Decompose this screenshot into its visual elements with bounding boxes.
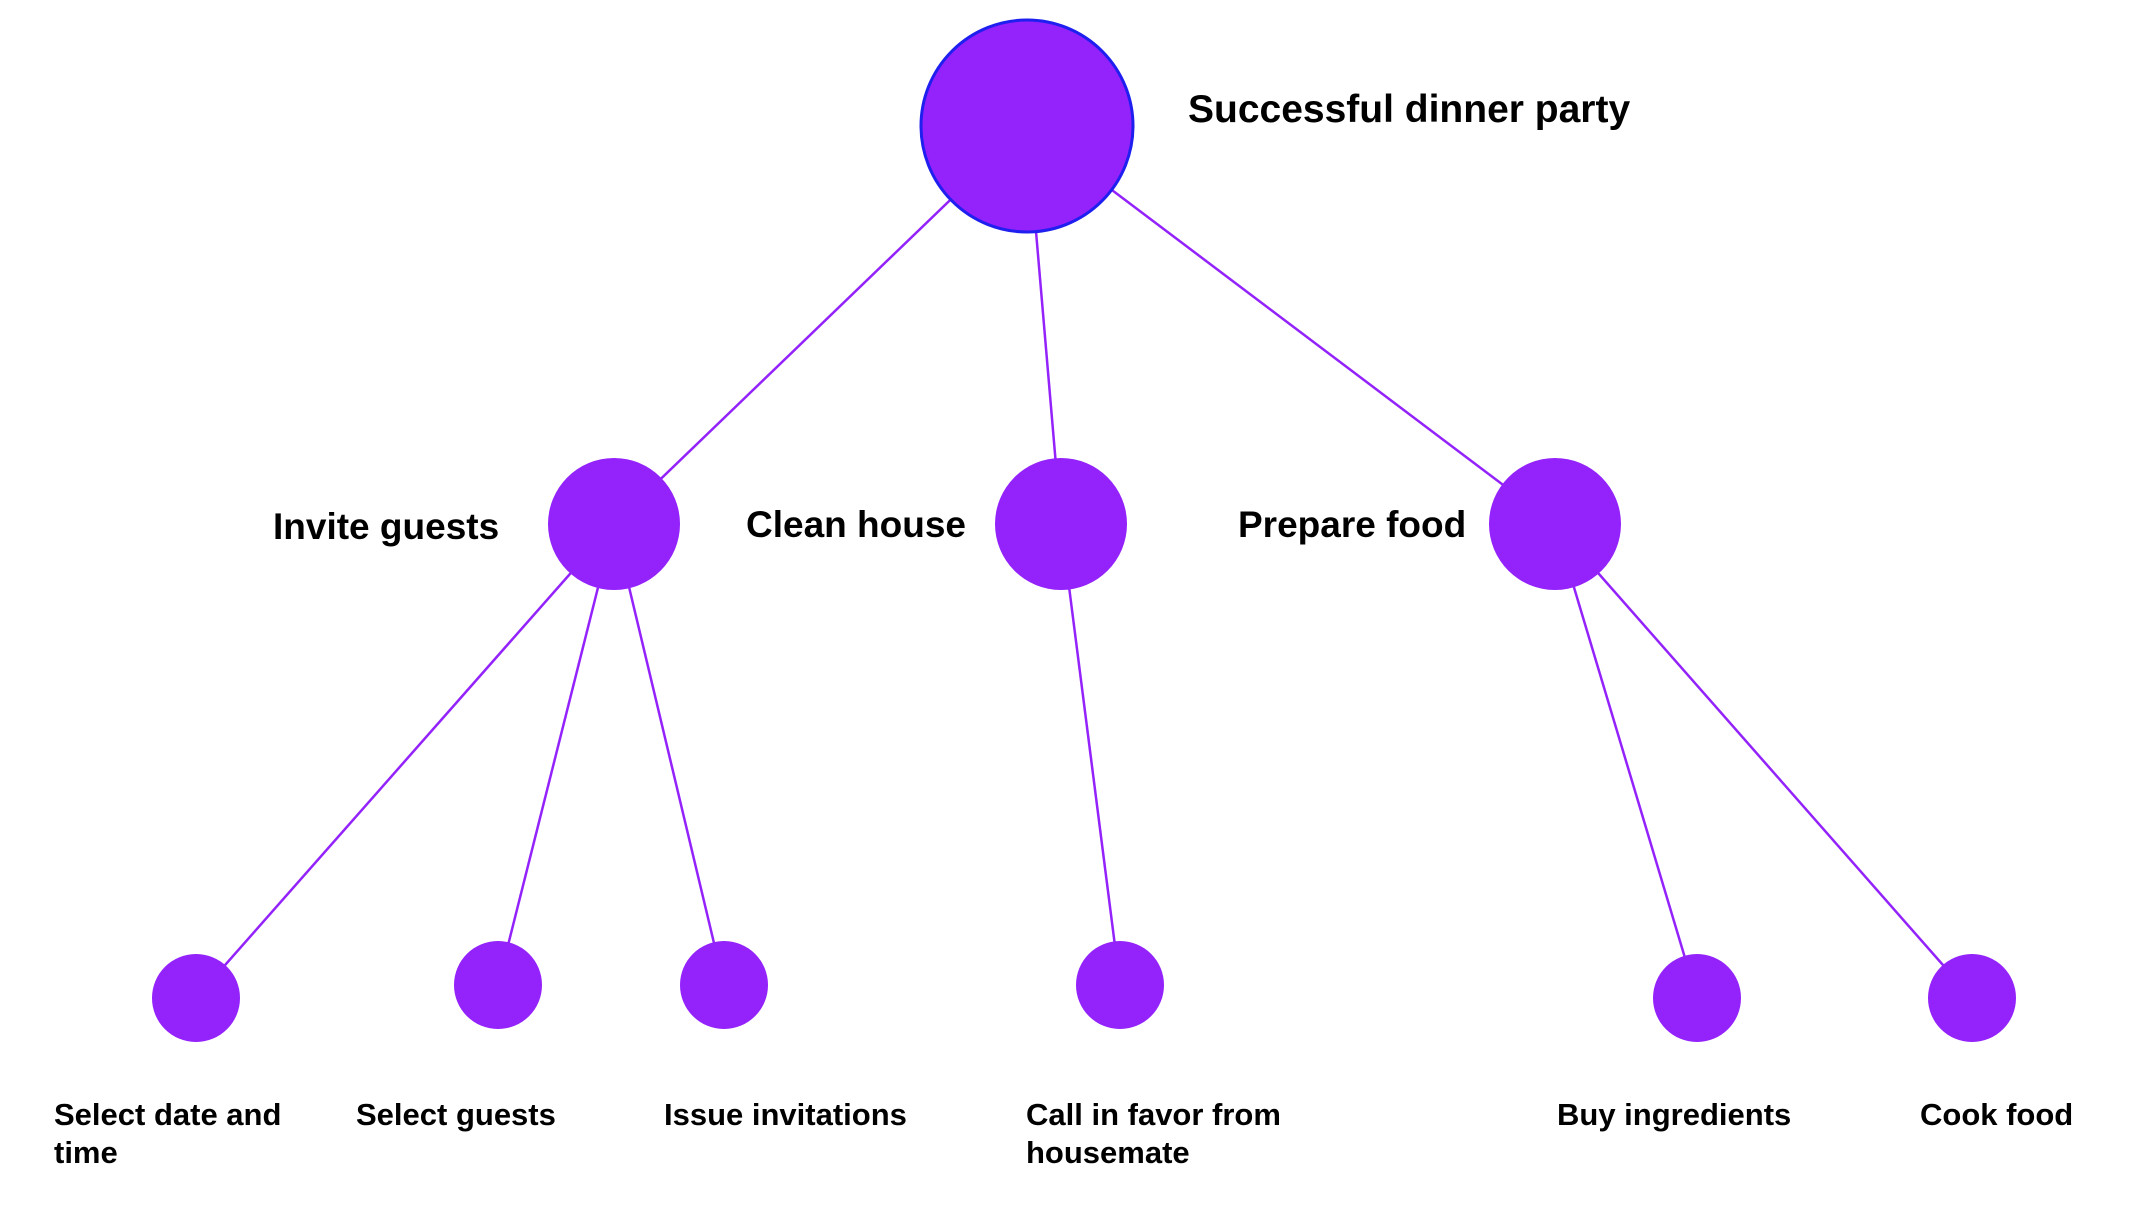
node-clean bbox=[995, 458, 1127, 590]
node-prepare bbox=[1489, 458, 1621, 590]
leaf-label-select-date-and-time: Select date and time bbox=[54, 1097, 282, 1170]
nodes-layer bbox=[152, 18, 2016, 1042]
node-label-prepare-food: Prepare food bbox=[1238, 504, 1467, 545]
leaf-label-call-in-favor: Call in favor from housemate bbox=[1026, 1097, 1281, 1170]
node-invite bbox=[548, 458, 680, 590]
edge-root-to-prepare bbox=[1026, 125, 1556, 525]
leaf-label-select-guests: Select guests bbox=[356, 1097, 556, 1132]
edge-clean-to-favor bbox=[1059, 523, 1122, 986]
leaf-node-guests bbox=[454, 941, 542, 1029]
leaf-label-issue-invitations: Issue invitations bbox=[664, 1097, 907, 1132]
leaf-label-cook-food: Cook food bbox=[1920, 1097, 2074, 1132]
edge-invite-to-guests bbox=[496, 523, 616, 986]
leaf-node-invitations bbox=[680, 941, 768, 1029]
edge-prepare-to-ingredients bbox=[1553, 523, 1699, 999]
leaf-node-favor bbox=[1076, 941, 1164, 1029]
leaf-node-ingredients bbox=[1653, 954, 1741, 1042]
node-label-clean-house: Clean house bbox=[746, 504, 966, 545]
edge-invite-to-invitations bbox=[612, 523, 726, 986]
node-label-invite-guests: Invite guests bbox=[273, 506, 500, 547]
edges-layer bbox=[195, 125, 1973, 999]
root-label: Successful dinner party bbox=[1188, 88, 1631, 131]
edge-invite-to-date bbox=[195, 523, 615, 999]
edge-prepare-to-cook bbox=[1554, 523, 1973, 999]
root-node bbox=[919, 18, 1135, 234]
leaf-node-cook bbox=[1928, 954, 2016, 1042]
leaf-node-date bbox=[152, 954, 240, 1042]
leaf-label-buy-ingredients: Buy ingredients bbox=[1557, 1097, 1792, 1132]
